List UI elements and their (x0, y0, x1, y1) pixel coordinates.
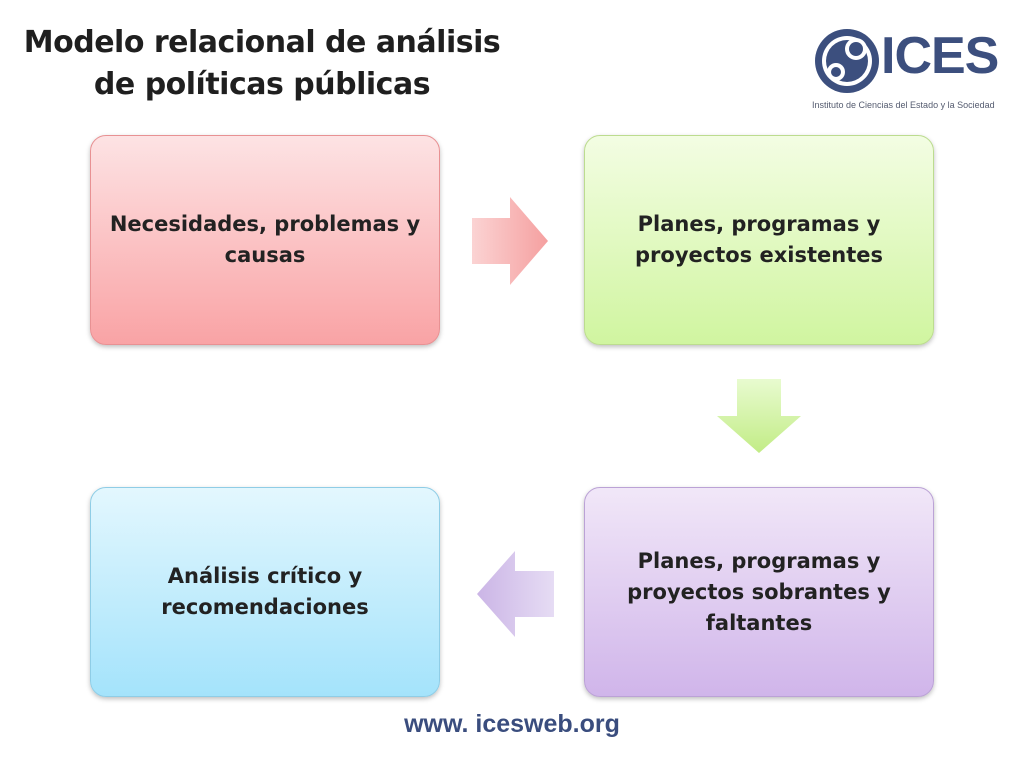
slide-title-line-2: de políticas públicas (93, 67, 431, 102)
node-planes-sobrantes: Planes, programas y proyectos sobrantes … (584, 487, 934, 697)
node-analisis-critico-label: Análisis crítico y recomendaciones (161, 564, 369, 619)
slide-title: Modelo relacional de análisis de polític… (12, 22, 512, 106)
node-necesidades-label: Necesidades, problemas y causas (109, 212, 421, 267)
arrow-down-icon (717, 379, 801, 453)
node-planes-existentes: Planes, programas y proyectos existentes (584, 135, 934, 345)
node-planes-existentes-label: Planes, programas y proyectos existentes (635, 212, 883, 267)
slide-title-line-1: Modelo relacional de análisis (23, 25, 501, 60)
ices-logo-subtitle: Instituto de Ciencias del Estado y la So… (812, 100, 995, 110)
node-planes-sobrantes-label: Planes, programas y proyectos sobrantes … (627, 548, 891, 635)
ices-logo-text: ICES (881, 27, 999, 85)
footer-url: www. icesweb.org (404, 710, 620, 738)
ices-logo: ICES Instituto de Ciencias del Estado y … (810, 24, 999, 116)
arrow-right-icon (472, 197, 548, 285)
node-analisis-critico: Análisis crítico y recomendaciones (90, 487, 440, 697)
arrow-left-icon (477, 551, 554, 637)
ices-logo-icon (815, 29, 879, 93)
node-necesidades: Necesidades, problemas y causas (90, 135, 440, 345)
